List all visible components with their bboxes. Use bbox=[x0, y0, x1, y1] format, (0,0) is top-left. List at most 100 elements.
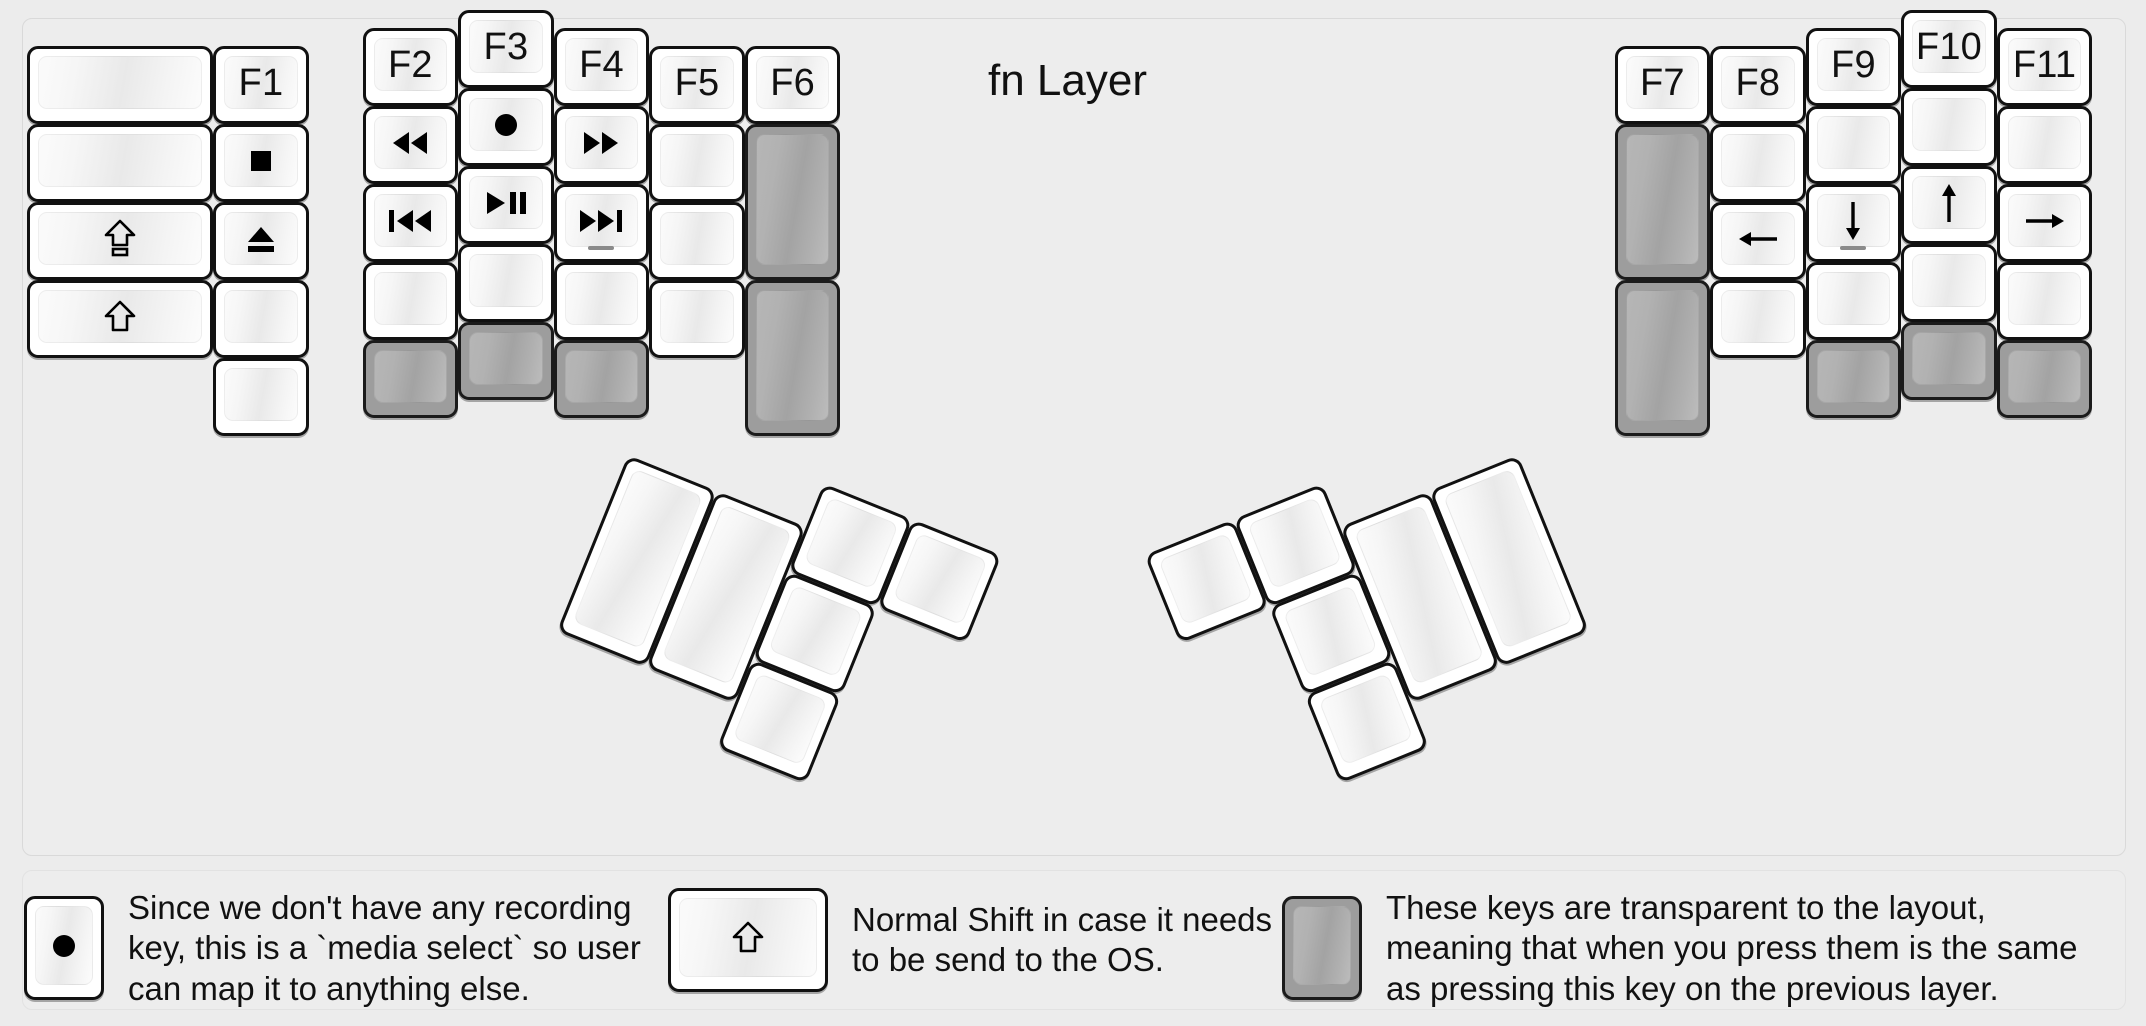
arrow-up-icon bbox=[1934, 180, 1964, 226]
keycap-face bbox=[1912, 332, 1986, 385]
key-arrow-left[interactable] bbox=[1710, 202, 1806, 280]
key-prev-track[interactable] bbox=[362, 184, 459, 262]
key-f4[interactable]: F4 bbox=[553, 28, 650, 106]
keycap-face bbox=[1816, 194, 1891, 247]
key-blank-l5r4[interactable] bbox=[553, 262, 650, 340]
key-blank-l2r5[interactable] bbox=[213, 358, 309, 436]
legend-item-1: Since we don't have any recording key, t… bbox=[24, 888, 641, 1009]
key-transparent-l7r3[interactable] bbox=[744, 280, 841, 436]
record-icon bbox=[46, 928, 82, 964]
key-label: F6 bbox=[770, 61, 815, 104]
arrow-down-icon bbox=[1838, 198, 1868, 244]
key-label: F7 bbox=[1639, 61, 1685, 104]
keycap-face bbox=[469, 332, 543, 385]
keycap-face bbox=[660, 134, 734, 187]
key-arrow-up[interactable] bbox=[1901, 166, 1997, 244]
keycap-face bbox=[37, 134, 203, 187]
keycap-face bbox=[660, 212, 734, 265]
key-arrow-right[interactable] bbox=[1996, 184, 2093, 262]
key-f5[interactable]: F5 bbox=[649, 46, 745, 124]
key-f3[interactable]: F3 bbox=[458, 10, 554, 88]
keycap-face bbox=[2007, 350, 2082, 403]
legend-note-text-1: Since we don't have any recording key, t… bbox=[128, 889, 641, 1007]
key-f1[interactable]: F1 bbox=[213, 46, 309, 124]
key-transparent-l5r5[interactable] bbox=[553, 340, 650, 418]
legend-item-2: Normal Shift in case it needs to be send… bbox=[668, 888, 1272, 992]
key-blank-r9r2[interactable] bbox=[1710, 124, 1806, 202]
key-transparent-r8r3[interactable] bbox=[1614, 280, 1711, 436]
key-f10[interactable]: F10 bbox=[1901, 10, 1997, 88]
keycap-face: F2 bbox=[373, 38, 448, 91]
shift-icon bbox=[103, 299, 137, 335]
key-blank-r10r4[interactable] bbox=[1805, 262, 1902, 340]
keycap-face bbox=[1282, 584, 1378, 677]
stop-icon bbox=[244, 144, 278, 178]
key-arrow-down[interactable] bbox=[1805, 184, 1902, 262]
page-title: fn Layer bbox=[988, 56, 1147, 105]
keycap-face bbox=[1158, 532, 1253, 625]
keycap-face bbox=[755, 134, 830, 265]
keycap-face bbox=[1816, 350, 1891, 403]
keycap-face bbox=[1816, 272, 1891, 325]
homing-bar bbox=[588, 246, 615, 250]
key-blank-l3r4[interactable] bbox=[362, 262, 459, 340]
key-f11[interactable]: F11 bbox=[1996, 28, 2093, 106]
key-next-track[interactable] bbox=[553, 184, 650, 262]
key-transparent-r12r5[interactable] bbox=[1996, 340, 2093, 418]
key-transparent-l4r5[interactable] bbox=[458, 322, 554, 400]
keycap-face bbox=[804, 496, 899, 589]
legend-sample-key-2[interactable] bbox=[668, 888, 828, 992]
key-blank-l4r4[interactable] bbox=[458, 244, 554, 322]
key-transparent-r8r2[interactable] bbox=[1614, 124, 1711, 280]
key-record[interactable] bbox=[458, 88, 554, 166]
key-f9[interactable]: F9 bbox=[1805, 28, 1902, 106]
key-blank-r11r4[interactable] bbox=[1901, 244, 1997, 322]
legend-sample-key-1[interactable] bbox=[24, 896, 104, 1001]
key-blank-l6r2[interactable] bbox=[649, 124, 745, 202]
key-blank-r12r2[interactable] bbox=[1996, 106, 2093, 184]
key-f2[interactable]: F2 bbox=[362, 28, 459, 106]
keycap-face bbox=[469, 98, 543, 151]
key-blank-l6r3[interactable] bbox=[649, 202, 745, 280]
homing-bar bbox=[1840, 246, 1867, 250]
key-blank-r12r4[interactable] bbox=[1996, 262, 2093, 340]
key-transparent-r10r5[interactable] bbox=[1805, 340, 1902, 418]
keycap-face bbox=[679, 898, 817, 977]
next-track-icon bbox=[575, 206, 627, 236]
key-blank-r10r2[interactable] bbox=[1805, 106, 1902, 184]
key-rewind[interactable] bbox=[362, 106, 459, 184]
key-play-pause[interactable] bbox=[458, 166, 554, 244]
keycap-face bbox=[768, 584, 864, 677]
key-f7[interactable]: F7 bbox=[1614, 46, 1711, 124]
keycap-face bbox=[1318, 672, 1414, 766]
keycap-face bbox=[1247, 496, 1342, 589]
keycap-face bbox=[469, 254, 543, 307]
keycap-face bbox=[1912, 254, 1986, 307]
keycap-face bbox=[2007, 272, 2082, 325]
key-blank-r9r4[interactable] bbox=[1710, 280, 1806, 358]
key-blank-l2r4[interactable] bbox=[213, 280, 309, 358]
key-label: F4 bbox=[579, 43, 624, 86]
key-f8[interactable]: F8 bbox=[1710, 46, 1806, 124]
key-transparent-l3r5[interactable] bbox=[362, 340, 459, 418]
keycap-face: F4 bbox=[564, 38, 639, 91]
key-blank-l6r4[interactable] bbox=[649, 280, 745, 358]
key-f6[interactable]: F6 bbox=[744, 46, 841, 124]
keycap-face bbox=[224, 290, 298, 343]
keycap-face: F10 bbox=[1912, 20, 1986, 73]
key-blank-l1r2[interactable] bbox=[26, 124, 214, 202]
key-label: F5 bbox=[674, 61, 720, 104]
key-blank-r11r2[interactable] bbox=[1901, 88, 1997, 166]
key-transparent-r11r5[interactable] bbox=[1901, 322, 1997, 400]
key-fast-forward[interactable] bbox=[553, 106, 650, 184]
legend-sample-key-3[interactable] bbox=[1282, 896, 1362, 1001]
key-shift-left[interactable] bbox=[26, 280, 214, 358]
key-capslock[interactable] bbox=[26, 202, 214, 280]
keycap-face bbox=[564, 116, 639, 169]
key-transparent-l7r2[interactable] bbox=[744, 124, 841, 280]
key-eject[interactable] bbox=[213, 202, 309, 280]
key-stop[interactable] bbox=[213, 124, 309, 202]
legend-note-text-3: These keys are transparent to the layout… bbox=[1386, 889, 2078, 1007]
keycap-face bbox=[1721, 290, 1795, 343]
key-blank-l1r1[interactable] bbox=[26, 46, 214, 124]
